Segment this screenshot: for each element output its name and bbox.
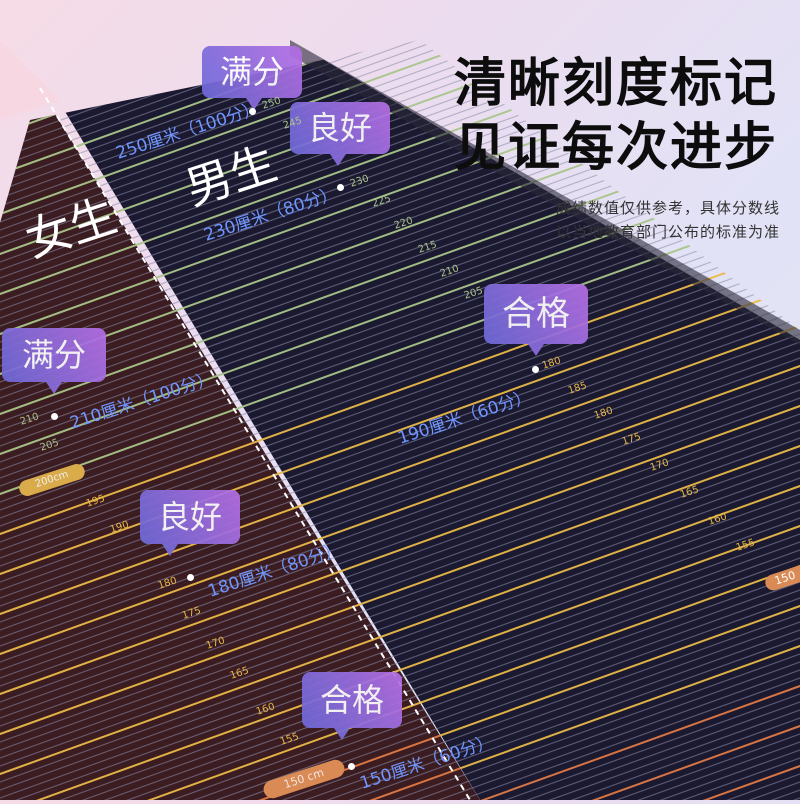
tick-label: 160 — [254, 701, 277, 718]
male-value-190: 190厘米（60分） — [395, 386, 535, 449]
tick-label: 180 — [156, 575, 179, 592]
female-value-180: 180厘米（80分） — [205, 539, 345, 602]
tick-label: 165 — [228, 665, 251, 682]
tick-label: 180 — [540, 355, 563, 372]
tick-label: 195 — [84, 493, 107, 510]
male-badge-pass: 合格 — [484, 284, 588, 356]
female-value-150: 150厘米（60分） — [357, 731, 497, 794]
tick-label: 205 — [38, 437, 61, 454]
tick-label: 185 — [566, 380, 589, 397]
tick-label: 215 — [416, 239, 439, 256]
tick-label: 175 — [620, 431, 643, 448]
marker-dot — [249, 108, 256, 115]
marker-dot — [51, 413, 58, 420]
headline-line-1: 清晰刻度标记 — [453, 54, 778, 114]
pill-200cm: 200cm — [17, 461, 87, 499]
tick-label: 155 — [278, 731, 301, 748]
headline-line-2: 见证每次进步 — [453, 118, 778, 178]
marker-dot — [187, 574, 194, 581]
female-label: 女生 — [18, 187, 124, 268]
marker-dot — [532, 366, 539, 373]
tick-label: 160 — [706, 511, 729, 528]
disclaimer-line-2: 以当地教育部门公布的标准为准 — [555, 223, 780, 241]
tick-label: 190 — [108, 519, 131, 536]
tick-label: 165 — [678, 484, 701, 501]
pink-background-corner — [0, 40, 60, 120]
disclaimer: 成绩数值仅供参考，具体分数线 以当地教育部门公布的标准为准 — [556, 196, 780, 244]
headline: 清晰刻度标记 见证每次进步 — [454, 52, 778, 180]
tick-label: 170 — [648, 457, 671, 474]
marker-dot — [337, 184, 344, 191]
marker-dot — [348, 763, 355, 770]
pill-150cm: 150 cm — [261, 757, 347, 801]
male-badge-good: 良好 — [290, 102, 390, 166]
male-badge-full-score: 满分 — [202, 46, 302, 110]
tick-label: 205 — [462, 285, 485, 302]
female-badge-good: 良好 — [140, 490, 240, 556]
female-badge-full-score: 满分 — [2, 328, 106, 394]
female-badge-pass: 合格 — [302, 672, 402, 740]
tick-label: 210 — [438, 263, 461, 280]
tick-label: 210 — [18, 411, 41, 428]
disclaimer-line-1: 成绩数值仅供参考，具体分数线 — [555, 199, 780, 217]
tick-label: 180 — [592, 405, 615, 422]
tick-label: 155 — [734, 537, 757, 554]
tick-label: 175 — [180, 605, 203, 622]
tick-label: 230 — [348, 173, 371, 190]
tick-label: 225 — [370, 193, 393, 210]
end-pill-150: 150 — [763, 555, 800, 593]
tick-label: 170 — [204, 635, 227, 652]
tick-label: 220 — [392, 215, 415, 232]
